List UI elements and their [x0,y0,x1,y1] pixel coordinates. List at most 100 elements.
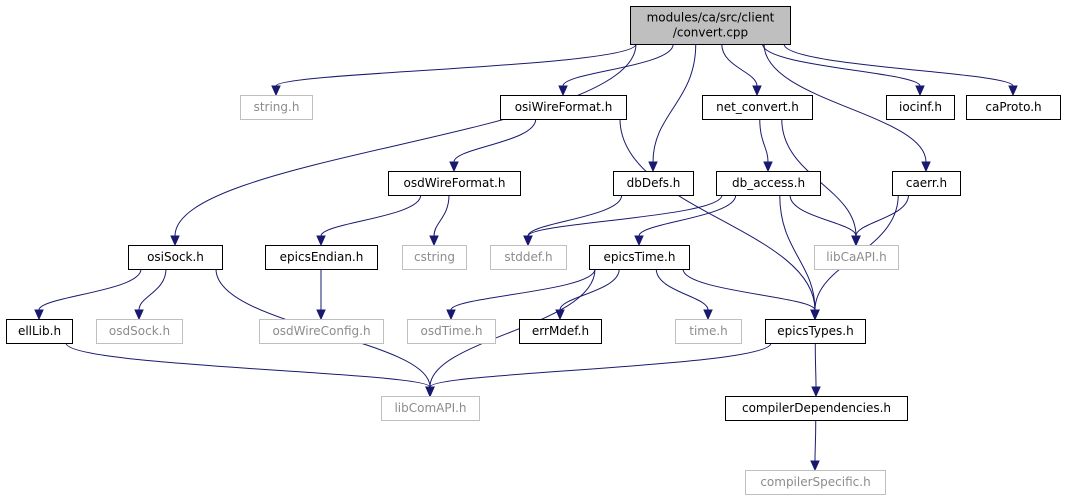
node-box [240,95,313,120]
edge-epicsEndian-h-to-osdWireConfig-h [316,269,326,321]
node-box [892,171,961,196]
edge-dbDefs-h-to-stddef-h [523,194,623,247]
node-epicsTime-h[interactable]: epicsTime.h [589,245,690,270]
arrowhead [763,161,773,173]
node-iocinf-h[interactable]: iocinf.h [886,95,955,120]
node-osdSock-h[interactable]: osdSock.h [96,319,183,344]
node-label: db_access.h [732,176,805,190]
edge-osiWireFormat-h-to-osdWireFormat-h [449,118,537,173]
node-label: ellLib.h [18,324,61,338]
node-epicsTypes-h[interactable]: epicsTypes.h [765,319,866,344]
node-caProto-h[interactable]: caProto.h [966,95,1061,120]
node-ellLib-h[interactable]: ellLib.h [6,319,73,344]
node-libCaAPI-h[interactable]: libCaAPI.h [814,245,899,270]
edge-db-access-h-to-libCaAPI-h [789,194,861,247]
edge-ellLib-h-to-libComAPI-h [65,342,435,398]
node-epicsEndian-h[interactable]: epicsEndian.h [265,245,378,270]
edge-line [429,268,596,388]
edge-convert-to-iocinf-h [762,43,925,97]
node-box [886,95,955,120]
arrowhead [634,235,644,247]
edge-line [433,194,450,237]
arrowhead [449,161,459,173]
node-label: libComAPI.h [394,401,466,415]
node-box [675,319,742,344]
edge-line [638,194,737,237]
edge-line [453,118,537,163]
node-dbDefs-h[interactable]: dbDefs.h [613,171,694,196]
node-convert[interactable]: modules/ca/src/client/convert.cpp [630,6,791,45]
arrowhead [316,309,326,321]
node-label: osiWireFormat.h [515,100,613,114]
node-compilerSpecific-h[interactable]: compilerSpecific.h [745,470,886,495]
edge-line [138,268,167,311]
node-libComAPI-h[interactable]: libComAPI.h [381,396,480,421]
edge-line [855,194,909,237]
node-layer: modules/ca/src/client/convert.cpp string.… [6,6,1061,495]
edge-net-convert-h-to-db-access-h [759,118,773,173]
edge-line [814,419,817,462]
arrowhead [703,309,713,321]
edge-db-access-h-to-epicsTime-h [634,194,737,247]
edge-line [814,342,817,388]
edge-convert-to-net-convert-h [721,43,762,97]
node-osdTime-h[interactable]: osdTime.h [407,319,496,344]
node-osdWireFormat-h[interactable]: osdWireFormat.h [388,171,521,196]
node-box [630,6,791,45]
arrowhead [429,235,439,247]
node-box [402,245,467,270]
node-osiSock-h[interactable]: osiSock.h [128,245,223,270]
node-cstring[interactable]: cstring [402,245,467,270]
edge-epicsTypes-h-to-libComAPI-h [425,342,772,398]
edge-line [759,118,769,163]
node-stddef-h[interactable]: stddef.h [490,245,567,270]
node-label: osdWireFormat.h [404,176,506,190]
arrowhead [811,386,821,398]
arrowhead [316,235,326,247]
node-db-access-h[interactable]: db_access.h [716,171,821,196]
arrowhead [810,309,820,321]
edge-osdWireFormat-h-to-epicsEndian-h [316,194,422,247]
edge-line [682,268,816,311]
node-box [381,396,480,421]
node-label: caerr.h [906,176,947,190]
node-label: net_convert.h [716,100,799,114]
edge-caerr-h-to-libCaAPI-h [851,194,909,247]
edge-osdWireFormat-h-to-cstring [429,194,450,247]
edge-line [721,43,758,87]
node-osdWireConfig-h[interactable]: osdWireConfig.h [259,319,384,344]
node-label: errMdef.h [532,324,589,338]
node-caerr-h[interactable]: caerr.h [892,171,961,196]
edge-convert-to-caerr-h [763,43,931,173]
node-box [265,245,378,270]
edge-line [562,43,674,87]
edge-layer [34,43,1018,472]
node-label: compilerSpecific.h [760,475,870,489]
node-label: epicsEndian.h [280,250,364,264]
node-label: modules/ca/src/client [647,11,775,25]
edge-epicsTime-h-to-epicsTypes-h [682,268,820,321]
edge-convert-to-osiWireFormat-h [558,43,674,97]
edge-convert-to-dbDefs-h [648,43,697,173]
edge-epicsTime-h-to-time-h [655,268,713,321]
node-compilerDependencies-h[interactable]: compilerDependencies.h [725,396,908,421]
node-label: cstring [414,250,455,264]
node-box [765,319,866,344]
node-time-h[interactable]: time.h [675,319,742,344]
node-net-convert-h[interactable]: net_convert.h [702,95,813,120]
node-box [613,171,694,196]
edge-line [174,43,637,237]
edge-line [527,194,723,237]
edge-line [320,194,422,237]
arrowhead [851,235,861,247]
node-label: epicsTypes.h [777,324,853,338]
node-osiWireFormat-h[interactable]: osiWireFormat.h [500,95,627,120]
node-errMdef-h[interactable]: errMdef.h [519,319,602,344]
edge-line [655,268,709,311]
node-string-h[interactable]: string.h [240,95,313,120]
node-label: stddef.h [504,250,552,264]
node-box [259,319,384,344]
node-box [6,319,73,344]
edge-epicsTime-h-to-errMdef-h [555,268,620,321]
edge-line [762,43,921,87]
